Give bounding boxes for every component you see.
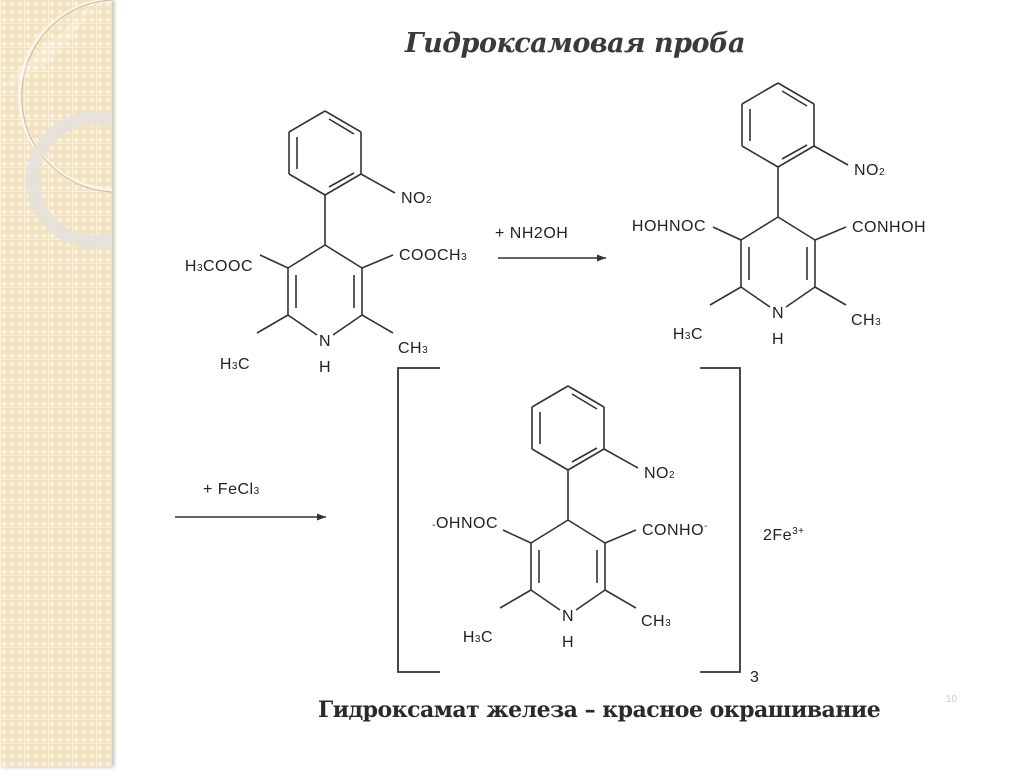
aromatic-double (328, 172, 355, 188)
bond (777, 216, 816, 241)
nitro-group-label: NO2 (644, 465, 675, 482)
bond (709, 286, 742, 306)
reagent-hydroxylamine-label: + NH2OH (495, 225, 568, 242)
bond (256, 314, 289, 334)
bond (259, 254, 289, 269)
bond (740, 216, 779, 241)
aromatic-bond (324, 110, 362, 133)
bond (332, 314, 363, 336)
bond (814, 286, 847, 306)
left-substituent-label: -OHNOC (432, 515, 498, 532)
bond (814, 226, 847, 241)
bond (502, 529, 532, 544)
bond (567, 519, 606, 544)
left-substituent-label: H3COOC (185, 258, 253, 275)
bond (530, 519, 569, 544)
bond (604, 589, 637, 609)
left-methyl-label: H3C (220, 356, 250, 373)
molecule-iron-hydroxamate-ligand: NO2 -OHNOC CONHO- H3C CH3 NH (432, 385, 708, 651)
aromatic-bond (741, 82, 779, 105)
bond (813, 145, 849, 166)
bond (530, 589, 561, 611)
aromatic-bond (567, 385, 605, 408)
left-bracket (397, 367, 440, 673)
bond (287, 244, 326, 269)
aromatic-bond (288, 110, 326, 133)
aromatic-bond (531, 385, 569, 408)
right-methyl-label: CH3 (398, 340, 428, 357)
decorative-side-panel (0, 0, 164, 767)
right-substituent-label: CONHOH (852, 219, 926, 236)
aromatic-double (781, 90, 808, 107)
left-methyl-label: H3C (463, 629, 493, 646)
complex-brackets (397, 367, 741, 673)
aromatic-bond (741, 145, 779, 168)
aromatic-bond (777, 145, 815, 168)
ring-nitrogen-label: N (319, 333, 331, 350)
aromatic-bond (324, 173, 362, 196)
nh-hydrogen-label: H (562, 634, 574, 651)
ring-nitrogen-label: N (562, 608, 574, 625)
aromatic-double (571, 447, 598, 463)
right-substituent-label: COOCH3 (399, 247, 467, 264)
bond (604, 529, 637, 544)
reagent-ferric-chloride-label: + FeCl3 (203, 481, 260, 498)
bond (785, 286, 816, 308)
slide-number: 10 (946, 694, 958, 705)
nh-hydrogen-label: H (772, 331, 784, 348)
left-substituent-label: HOHNOC (632, 218, 706, 235)
bond (361, 314, 394, 334)
bond (360, 173, 396, 194)
right-methyl-label: CH3 (851, 312, 881, 329)
aromatic-bond (288, 173, 326, 196)
reaction-arrow-1-head (597, 254, 606, 262)
aromatic-double (781, 144, 808, 160)
reaction-arrow-2-head (317, 513, 326, 521)
left-methyl-label: H3C (673, 326, 703, 343)
aromatic-bond (531, 448, 569, 471)
bond (287, 314, 318, 336)
bond (712, 226, 742, 241)
right-substituent-label: CONHO- (642, 521, 708, 539)
right-bracket (700, 367, 741, 673)
aromatic-bond (567, 448, 605, 471)
slide-title: Гидроксамовая проба (405, 28, 745, 59)
ring-nitrogen-label: N (772, 305, 784, 322)
aromatic-double (571, 393, 598, 410)
bond (324, 244, 363, 269)
bond (499, 589, 532, 609)
right-methyl-label: CH3 (641, 613, 671, 630)
nitro-group-label: NO2 (854, 162, 885, 179)
nitro-group-label: NO2 (401, 190, 432, 207)
stoichiometry-subscript: 3 (750, 669, 759, 686)
bond (740, 286, 771, 308)
iron-counter-ion-label: 2Fe3+ (763, 526, 804, 544)
aromatic-double (328, 118, 355, 135)
bond (575, 589, 606, 611)
slide-caption: Гидроксамат железа – красное окрашивание (318, 697, 881, 723)
bond (603, 448, 639, 469)
aromatic-bond (777, 82, 815, 105)
nh-hydrogen-label: H (319, 359, 331, 376)
bond (361, 254, 394, 269)
